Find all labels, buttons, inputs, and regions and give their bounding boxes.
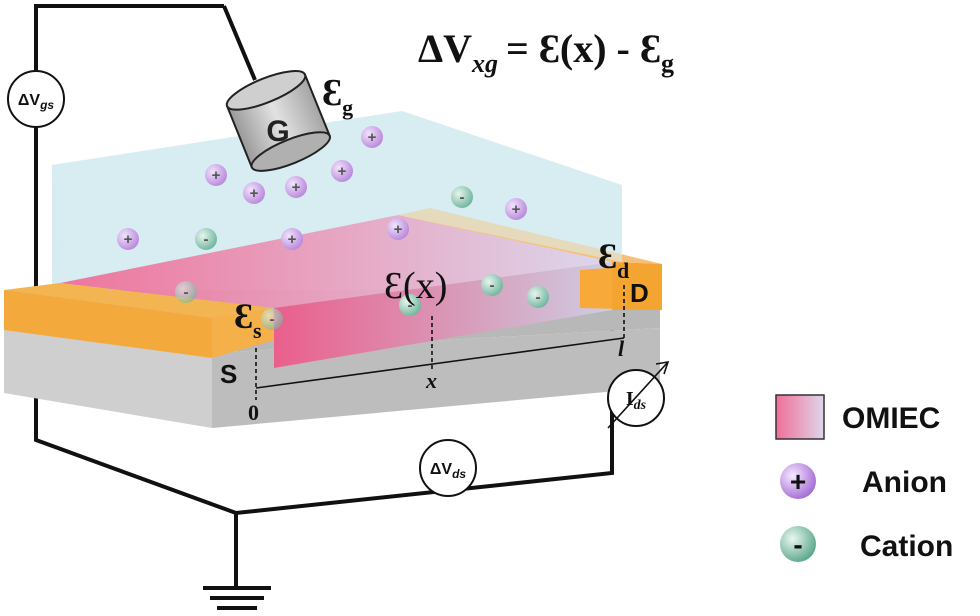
- gate-source-voltmeter: ΔVgs: [7, 70, 65, 128]
- svg-text:+: +: [338, 163, 347, 180]
- svg-text:+: +: [394, 221, 403, 238]
- svg-text:+: +: [368, 129, 377, 146]
- legend-cation-label: Cation: [860, 530, 953, 563]
- legend: OMIEC + Anion - Cation: [775, 394, 953, 563]
- anion-icon: +: [281, 228, 303, 250]
- anion-icon: +: [505, 198, 527, 220]
- gate-letter: G: [266, 115, 289, 148]
- ions-layer: + + + + + + + + + - - - - - - -: [117, 126, 549, 330]
- anion-icon: +: [387, 218, 409, 240]
- svg-text:-: -: [204, 231, 209, 248]
- anion-icon: +: [361, 126, 383, 148]
- drain-potential-label: Ɛd: [598, 236, 629, 283]
- svg-text:-: -: [490, 277, 495, 294]
- legend-omiec: OMIEC: [775, 394, 940, 440]
- position-zero: 0: [248, 400, 259, 425]
- svg-text:+: +: [124, 231, 133, 248]
- source-potential-label: Ɛs: [234, 296, 262, 343]
- anion-icon: +: [243, 182, 265, 204]
- position-x: x: [425, 368, 437, 393]
- source-electrode: [4, 283, 274, 358]
- source-letter: S: [220, 359, 237, 389]
- cation-icon: -: [481, 274, 503, 296]
- svg-text:ΔVgs: ΔVgs: [18, 92, 55, 112]
- svg-text:ΔVds: ΔVds: [430, 461, 467, 481]
- legend-omiec-label: OMIEC: [842, 402, 940, 435]
- svg-text:-: -: [184, 284, 189, 301]
- anion-icon: +: [205, 164, 227, 186]
- anion-icon: +: [117, 228, 139, 250]
- cation-icon: -: [399, 294, 421, 316]
- cation-icon: -: [175, 281, 197, 303]
- svg-text:+: +: [212, 167, 221, 184]
- cation-symbol: -: [793, 529, 802, 560]
- omiec-channel: [60, 215, 612, 368]
- channel-axis: [255, 285, 625, 400]
- svg-text:Ids: Ids: [626, 388, 647, 413]
- cation-icon: -: [261, 308, 283, 330]
- legend-cation: - Cation: [780, 526, 953, 563]
- equation: ΔVxg= Ɛ(x) - Ɛg: [418, 26, 674, 78]
- channel-potential-label: Ɛ(x): [384, 265, 447, 307]
- electrolyte-overlay: [52, 111, 622, 283]
- svg-text:-: -: [460, 189, 465, 206]
- current-ammeter: Ids: [607, 360, 670, 429]
- legend-anion: + Anion: [780, 463, 947, 499]
- cation-icon: -: [451, 186, 473, 208]
- svg-text:-: -: [408, 297, 413, 314]
- drain-letter: D: [630, 278, 649, 308]
- anion-icon: +: [285, 176, 307, 198]
- gate-potential-label: Ɛg: [322, 72, 353, 120]
- legend-anion-label: Anion: [862, 466, 947, 499]
- position-l: l: [618, 336, 625, 361]
- anion-symbol: +: [790, 466, 806, 497]
- cation-icon: -: [195, 228, 217, 250]
- svg-text:+: +: [292, 179, 301, 196]
- gate-electrode-icon: G: [225, 70, 331, 172]
- drain-source-voltmeter: ΔVds: [419, 439, 477, 497]
- svg-text:-: -: [536, 289, 541, 306]
- svg-text:-: -: [270, 311, 275, 328]
- svg-text:+: +: [288, 231, 297, 248]
- ground-icon: [203, 586, 271, 610]
- svg-text:+: +: [250, 185, 259, 202]
- anion-icon: +: [331, 160, 353, 182]
- cation-icon: -: [527, 286, 549, 308]
- svg-text:+: +: [512, 201, 521, 218]
